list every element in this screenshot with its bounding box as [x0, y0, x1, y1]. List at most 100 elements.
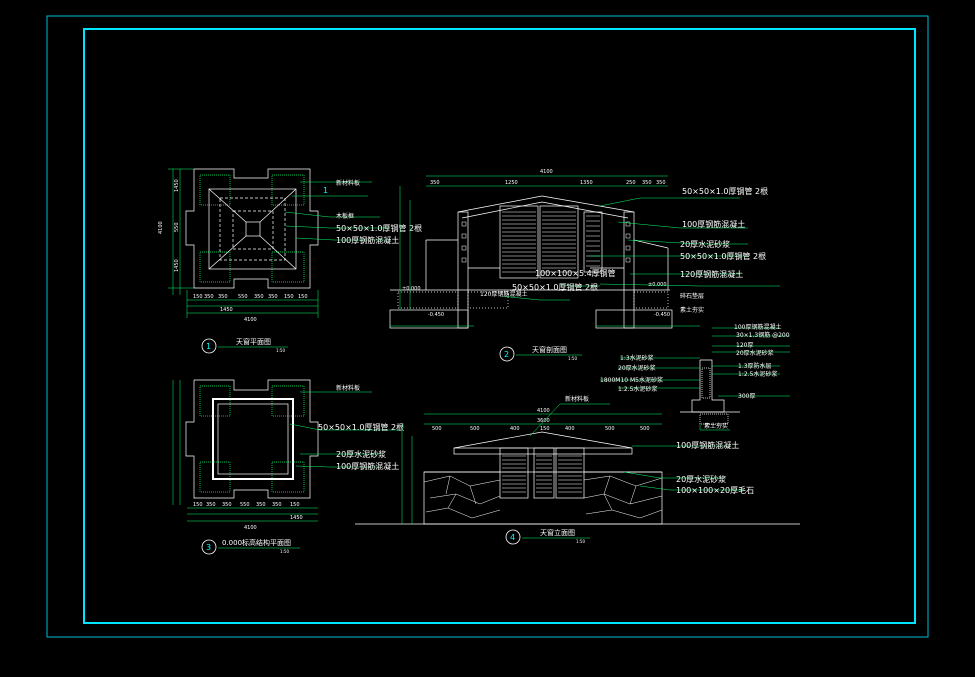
svg-text:350: 350 — [218, 294, 228, 300]
svg-text:1:3水泥砂浆: 1:3水泥砂浆 — [620, 354, 654, 362]
svg-text:120厚: 120厚 — [736, 342, 753, 349]
view-4-dim-labels: 4100 3600 500 500 400 150 400 500 500 — [432, 408, 650, 432]
view-2-notes: 50×50×1.0厚钢管 2根 100厚钢筋混凝土 20厚水泥砂浆 50×50×… — [480, 186, 768, 314]
inner-frame — [83, 28, 916, 624]
view-4-stone-wall — [423, 475, 663, 519]
svg-text:1:50: 1:50 — [276, 348, 285, 353]
hatch-line — [445, 475, 451, 495]
svg-text:150: 150 — [290, 502, 300, 508]
view-2-louver-lines — [502, 211, 600, 273]
svg-text:550: 550 — [240, 502, 250, 508]
view-4-louver-lines — [502, 455, 582, 493]
svg-text:1:2.5水泥砂浆: 1:2.5水泥砂浆 — [618, 385, 657, 393]
view-2-section — [389, 195, 673, 329]
view-1-title: 1 天窗平面图 1:50 — [201, 337, 288, 354]
svg-text:1:50: 1:50 — [568, 356, 577, 361]
svg-text:0.000标高结构平面图: 0.000标高结构平面图 — [222, 538, 291, 547]
svg-text:素土夯实: 素土夯实 — [704, 422, 728, 430]
svg-text:1450: 1450 — [290, 515, 303, 521]
hatch-line — [455, 493, 481, 505]
svg-text:4: 4 — [510, 533, 515, 542]
svg-text:1250: 1250 — [505, 180, 518, 186]
svg-text:50×50×1.0厚钢管 2根: 50×50×1.0厚钢管 2根 — [318, 422, 404, 432]
svg-text:350: 350 — [430, 180, 440, 186]
hatch-line — [629, 485, 637, 505]
svg-text:150: 150 — [540, 426, 550, 432]
svg-text:4100: 4100 — [537, 408, 550, 414]
svg-text:1450: 1450 — [220, 307, 233, 313]
svg-text:350: 350 — [642, 180, 652, 186]
svg-text:300厚: 300厚 — [738, 393, 755, 400]
hatch-line — [447, 493, 457, 509]
svg-text:1800M10 M5水泥砂浆: 1800M10 M5水泥砂浆 — [600, 376, 663, 384]
svg-text:1:50: 1:50 — [576, 539, 585, 544]
hatch-line — [469, 479, 501, 487]
svg-text:100×100×20厚毛石: 100×100×20厚毛石 — [676, 485, 754, 495]
svg-text:4100: 4100 — [540, 169, 553, 175]
wall-detail-leaders — [600, 327, 790, 431]
svg-text:3: 3 — [206, 543, 211, 552]
view-4-dimensions — [401, 413, 662, 524]
svg-text:150: 150 — [298, 294, 308, 300]
view-4-elevation — [355, 431, 800, 525]
svg-text:100×100×5.4厚钢管: 100×100×5.4厚钢管 — [535, 268, 616, 278]
svg-text:1450: 1450 — [174, 259, 180, 272]
hatch-line — [469, 485, 477, 505]
view-2-title: 2 天窗剖面图 1:50 — [499, 345, 582, 362]
wall-detail-notes: 100厚钢筋混凝土 30×1.3钢筋 @200 120厚 20厚水泥砂浆 1:3… — [600, 323, 790, 430]
view-4-notes: 新材料板 100厚钢筋混凝土 20厚水泥砂浆 100×100×20厚毛石 — [565, 395, 754, 495]
view-4-leaders — [529, 403, 744, 491]
hatch-line — [639, 509, 663, 519]
svg-text:20厚水泥砂浆: 20厚水泥砂浆 — [680, 239, 730, 249]
svg-text:100厚钢筋混凝土: 100厚钢筋混凝土 — [734, 323, 781, 331]
svg-text:4100: 4100 — [244, 525, 257, 531]
hatch-line — [479, 495, 501, 505]
hatch-line — [429, 493, 457, 499]
svg-text:100厚钢筋混凝土: 100厚钢筋混凝土 — [336, 461, 399, 471]
svg-text:20厚水泥砂浆: 20厚水泥砂浆 — [736, 349, 774, 357]
svg-text:50×50×1.0厚钢管 2根: 50×50×1.0厚钢管 2根 — [682, 186, 768, 196]
svg-text:400: 400 — [565, 426, 575, 432]
view-3-title: 3 0.000标高结构平面图 1:50 — [201, 538, 300, 555]
view-1-plan — [185, 168, 319, 289]
view-2-leaders — [390, 197, 780, 327]
svg-text:1.3厚防水层: 1.3厚防水层 — [738, 362, 772, 370]
svg-text:4100: 4100 — [158, 221, 164, 234]
svg-text:50×50×1.0厚钢管 2根: 50×50×1.0厚钢管 2根 — [680, 251, 766, 261]
svg-text:100厚钢筋混凝土: 100厚钢筋混凝土 — [336, 235, 399, 245]
hatch-line — [629, 495, 663, 505]
svg-text:1450: 1450 — [174, 179, 180, 192]
hatch-line — [635, 477, 663, 487]
svg-text:1:2.5水泥砂浆: 1:2.5水泥砂浆 — [738, 370, 777, 378]
svg-text:3600: 3600 — [537, 418, 550, 424]
view-1-leaders — [284, 181, 390, 241]
svg-text:1: 1 — [206, 342, 211, 351]
hatch-line — [603, 493, 613, 511]
svg-text:50×50×1.0厚钢管 2根: 50×50×1.0厚钢管 2根 — [336, 223, 422, 233]
v1-dim-total: 4100 — [244, 317, 257, 323]
outer-frame — [46, 15, 929, 638]
view-3-notes: 新材料板 50×50×1.0厚钢管 2根 20厚水泥砂浆 100厚钢筋混凝土 — [318, 384, 404, 471]
view-3-plan — [185, 379, 319, 499]
svg-text:250: 250 — [626, 180, 636, 186]
svg-text:天窗平面图: 天窗平面图 — [236, 337, 271, 346]
hatch-line — [425, 507, 449, 513]
svg-text:350: 350 — [222, 502, 232, 508]
hatch-line — [447, 507, 473, 519]
hatch-line — [449, 475, 471, 487]
hatch-line — [471, 509, 501, 519]
hatch-line — [583, 475, 611, 481]
view-4-title: 4 天窗立面图 1:50 — [505, 528, 590, 545]
svg-text:100厚钢筋混凝土: 100厚钢筋混凝土 — [676, 440, 739, 450]
svg-text:400: 400 — [510, 426, 520, 432]
svg-text:350: 350 — [268, 294, 278, 300]
svg-text:新材料板: 新材料板 — [336, 179, 360, 187]
svg-text:100厚钢筋混凝土: 100厚钢筋混凝土 — [682, 219, 745, 229]
svg-text:50×50×1.0厚钢管 2根: 50×50×1.0厚钢管 2根 — [512, 282, 598, 292]
svg-text:2: 2 — [504, 350, 509, 359]
view-2-dim-labels: 4100 350 1250 1350 250 350 350 ±0.000 -0… — [402, 169, 670, 318]
svg-text:500: 500 — [432, 426, 442, 432]
svg-text:150: 150 — [193, 502, 203, 508]
svg-text:350: 350 — [256, 502, 266, 508]
